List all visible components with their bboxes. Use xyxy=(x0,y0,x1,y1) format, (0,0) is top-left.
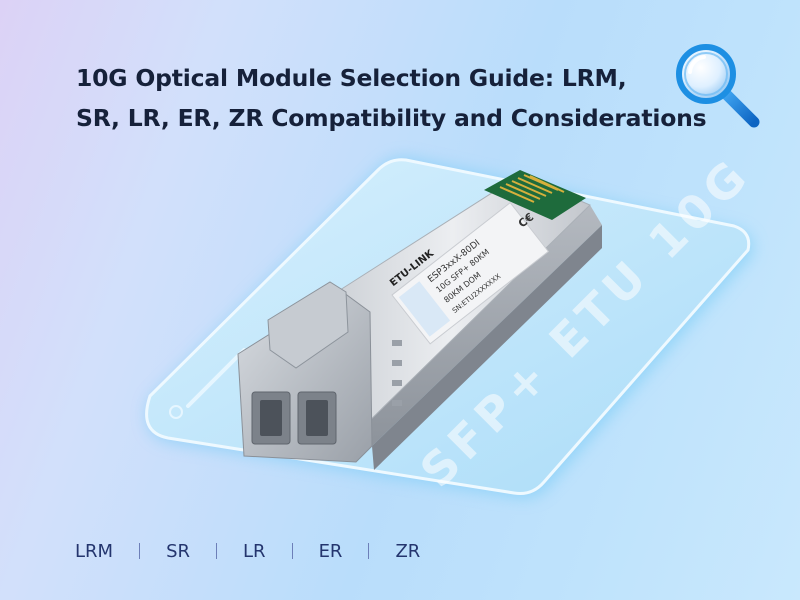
tag-divider xyxy=(291,543,293,559)
tag-divider xyxy=(139,543,141,559)
bail-latch xyxy=(267,281,349,369)
title-line-1: 10G Optical Module Selection Guide: LRM, xyxy=(76,64,627,92)
tag-zr: ZR xyxy=(395,540,421,562)
module-side xyxy=(358,205,602,446)
tag-sr: SR xyxy=(166,540,191,562)
page-title: 10G Optical Module Selection Guide: LRM,… xyxy=(76,58,736,138)
title-line-2: SR, LR, ER, ZR Compatibility and Conside… xyxy=(76,104,707,132)
tag-divider xyxy=(368,543,370,559)
tag-lr: LR xyxy=(243,540,266,562)
category-tags: LRM SR LR ER ZR xyxy=(75,537,420,565)
tag-divider xyxy=(216,543,218,559)
module-pcb xyxy=(484,170,586,220)
tag-er: ER xyxy=(318,540,343,562)
card-hole xyxy=(169,405,183,419)
tag-lrm: LRM xyxy=(75,540,114,562)
magnifier-icon xyxy=(676,44,760,128)
